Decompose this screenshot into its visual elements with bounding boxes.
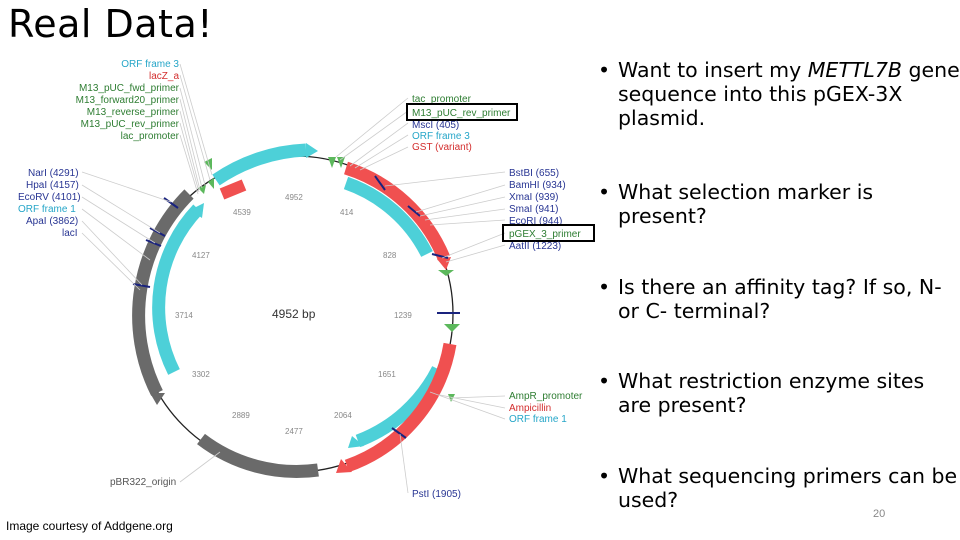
image-credit: Image courtesy of Addgene.org bbox=[6, 519, 173, 533]
bullet-text-selection-marker: What selection marker is present? bbox=[618, 180, 874, 228]
bullet-text-affinity-tag: Is there an affinity tag? If so, N- or C… bbox=[618, 275, 942, 323]
tick-2064: 2064 bbox=[334, 411, 352, 420]
laci-arrowhead bbox=[150, 393, 165, 405]
ampicillin-arrowhead bbox=[336, 459, 352, 473]
left-labels: NarI (4291) HpaI (4157) EcoRV (4101) ORF… bbox=[18, 168, 81, 239]
label-nari: NarI (4291) bbox=[28, 168, 79, 179]
label-m13-puc-rev-primer-right: M13_pUC_rev_primer bbox=[412, 108, 511, 119]
label-laci: lacI bbox=[62, 228, 78, 239]
label-ecorv: EcoRV (4101) bbox=[18, 192, 81, 203]
tick-4539: 4539 bbox=[233, 208, 251, 217]
lacz-alpha-block bbox=[219, 179, 247, 200]
label-aatii: AatII (1223) bbox=[509, 241, 561, 252]
label-m13-forward20-primer: M13_forward20_primer bbox=[76, 95, 180, 106]
label-lacz-a: lacZ_a bbox=[149, 71, 179, 82]
right-labels: BstBI (655) BamHI (934) XmaI (939) SmaI … bbox=[502, 168, 595, 252]
bullet-affinity-tag: •Is there an affinity tag? If so, N- or … bbox=[598, 275, 942, 323]
bullet-sequencing-primers: •What sequencing primers can be used? bbox=[598, 464, 958, 512]
label-smai: SmaI (941) bbox=[509, 204, 558, 215]
label-bstbi: BstBI (655) bbox=[509, 168, 559, 179]
tick-1651: 1651 bbox=[378, 370, 396, 379]
label-orf-frame-1-left: ORF frame 1 bbox=[18, 204, 76, 215]
box-pgex-3-primer bbox=[502, 224, 595, 242]
bullet-text-insert-gene: Want to insert my METTL7B gene sequence … bbox=[618, 58, 960, 130]
tick-828: 828 bbox=[383, 251, 397, 260]
label-apai: ApaI (3862) bbox=[26, 216, 78, 227]
bullet-selection-marker: •What selection marker is present? bbox=[598, 180, 874, 228]
orf-arc-top bbox=[212, 143, 307, 186]
tick-3302: 3302 bbox=[192, 370, 210, 379]
tick-4127: 4127 bbox=[192, 251, 210, 260]
label-xmai: XmaI (939) bbox=[509, 192, 558, 203]
label-pgex-3-primer: pGEX_3_primer bbox=[509, 229, 581, 240]
restriction-ticks bbox=[132, 175, 460, 439]
label-orf-frame-3-left: ORF frame 3 bbox=[121, 59, 179, 70]
leader-lines bbox=[81, 63, 506, 494]
orf-arrowhead-left bbox=[190, 203, 204, 218]
plasmid-map: 4952 414 828 1239 1651 2064 2477 2889 33… bbox=[18, 59, 595, 500]
label-msci: MscI (405) bbox=[412, 120, 459, 131]
label-orf-frame-3-right: ORF frame 3 bbox=[412, 131, 470, 142]
slide-title: Real Data! bbox=[8, 2, 213, 46]
label-pbr322-origin: pBR322_origin bbox=[110, 477, 176, 488]
tick-3714: 3714 bbox=[175, 311, 193, 320]
bullet-text-sequencing-primers: What sequencing primers can be used? bbox=[618, 464, 958, 512]
label-m13-reverse-primer: M13_reverse_primer bbox=[87, 107, 180, 118]
label-psti: PstI (1905) bbox=[412, 489, 461, 500]
orf-arrowhead-top bbox=[306, 143, 318, 158]
page-number: 20 bbox=[873, 508, 886, 520]
bullet-restriction-sites: •What restriction enzyme sites are prese… bbox=[598, 369, 925, 417]
laci-arc bbox=[132, 189, 194, 396]
gst-arrowhead bbox=[437, 257, 451, 270]
label-ecori: EcoRI (944) bbox=[509, 216, 562, 227]
origin-arc bbox=[197, 433, 319, 478]
gst-arc bbox=[343, 161, 451, 261]
label-ampr-promoter: AmpR_promoter bbox=[509, 391, 583, 402]
label-lac-promoter: lac_promoter bbox=[121, 131, 180, 142]
label-m13-puc-rev-primer-left: M13_pUC_rev_primer bbox=[81, 119, 180, 130]
ampicillin-arc bbox=[344, 342, 457, 473]
tick-414: 414 bbox=[340, 208, 354, 217]
top-left-labels: ORF frame 3 lacZ_a M13_pUC_fwd_primer M1… bbox=[76, 59, 180, 142]
label-gst-variant: GST (variant) bbox=[412, 142, 472, 153]
label-hpai: HpaI (4157) bbox=[26, 180, 79, 191]
orf-arc-bottom-right bbox=[355, 365, 444, 448]
tick-4952: 4952 bbox=[285, 193, 303, 202]
tick-2477: 2477 bbox=[285, 427, 303, 436]
plasmid-size: 4952 bp bbox=[272, 307, 316, 321]
bottom-right-labels: AmpR_promoter Ampicillin ORF frame 1 bbox=[509, 391, 583, 425]
tick-1239: 1239 bbox=[394, 311, 412, 320]
position-ticks: 4952 414 828 1239 1651 2064 2477 2889 33… bbox=[175, 193, 412, 436]
tick-2889: 2889 bbox=[232, 411, 250, 420]
bullet-text-restriction-sites: What restriction enzyme sites are presen… bbox=[618, 369, 925, 417]
orf-arc-left bbox=[152, 204, 203, 375]
label-orf-frame-1-right: ORF frame 1 bbox=[509, 414, 567, 425]
orf-arc-right bbox=[343, 176, 433, 258]
label-ampicillin: Ampicillin bbox=[509, 403, 551, 414]
bullet-insert-gene: •Want to insert my METTL7B gene sequence… bbox=[598, 58, 960, 130]
orf-arrowhead-bottom bbox=[348, 436, 364, 448]
top-right-labels: tac_promoter M13_pUC_rev_primer MscI (40… bbox=[406, 94, 518, 153]
label-tac-promoter: tac_promoter bbox=[412, 94, 472, 105]
label-m13-puc-fwd-primer: M13_pUC_fwd_primer bbox=[79, 83, 180, 94]
box-m13-puc-rev-primer bbox=[406, 103, 518, 121]
label-bamhi: BamHI (934) bbox=[509, 180, 566, 191]
